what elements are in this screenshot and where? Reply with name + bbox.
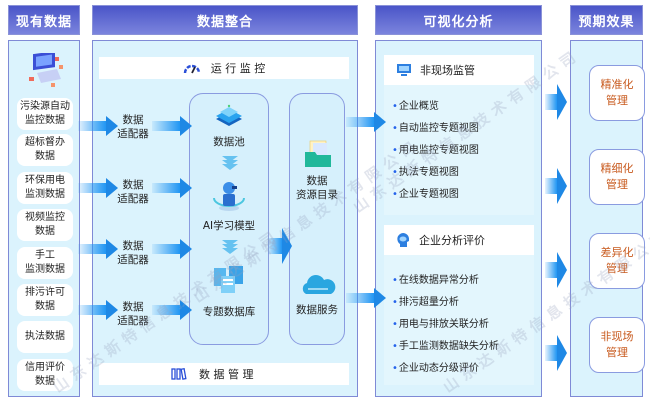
- flow-arrow-icon: [78, 239, 118, 259]
- flow-arrow-icon: [152, 239, 192, 259]
- source-item-credit: 信用评价 数据: [17, 359, 73, 391]
- flow-arrow-icon: [545, 335, 567, 371]
- flow-arrow-icon: [346, 288, 386, 308]
- effect-offsite-management: 非现场 管理: [589, 317, 645, 373]
- source-item-label: 超标督办 数据: [25, 137, 65, 162]
- list-item: •排污超量分析: [392, 297, 459, 308]
- enterprise-evaluation-panel: 企业分析评价 •在线数据异常分析 •排污超量分析 •用电与排放关联分析 •手工监…: [384, 225, 534, 385]
- data-catalog-group: 数据 资源目录 数据服务: [289, 93, 345, 345]
- ai-robot-icon: [213, 182, 245, 211]
- source-item-label: 信用评价 数据: [25, 362, 65, 387]
- flow-arrow-icon: [78, 116, 118, 136]
- source-item-label: 污染源自动 监控数据: [20, 101, 70, 126]
- panel-title-label: 非现场监管: [420, 64, 475, 77]
- flow-arrow-icon: [545, 168, 567, 204]
- source-item-permit: 排污许可 数据: [17, 284, 73, 316]
- monitor-icon: [397, 64, 411, 76]
- enterprise-evaluation-title-bar: 企业分析评价: [384, 225, 534, 255]
- list-item: •执法专题视图: [392, 167, 459, 178]
- flow-arrow-icon: [346, 112, 386, 132]
- ai-model-label: AI学习模型: [202, 220, 256, 232]
- adapter-label: 数据 适配器: [117, 301, 149, 327]
- cloud-icon: [302, 275, 336, 294]
- processing-pipeline-group: 数据池 AI学习模型 专题数据库: [189, 93, 269, 345]
- head-bubble-icon: [397, 233, 409, 247]
- offsite-supervision-title-bar: 非现场监管: [384, 55, 534, 85]
- source-item-label: 视频监控 数据: [25, 212, 65, 237]
- resource-catalog-label: 数据 资源目录: [296, 175, 338, 201]
- runtime-monitoring-bar: 运 行 监 控: [99, 57, 349, 79]
- source-item-label: 手工 监测数据: [25, 250, 65, 275]
- effect-precise-management: 精准化 管理: [589, 65, 645, 121]
- source-item-overstandard: 超标督办 数据: [17, 134, 73, 166]
- data-integration-column: 运 行 监 控 数据 适配器 数据 适配器 数据 适配器 数据 适配器 数据池 …: [92, 40, 358, 397]
- list-item: •用电监控专题视图: [392, 145, 479, 156]
- source-item-auto-monitoring: 污染源自动 监控数据: [17, 98, 73, 130]
- data-service-label: 数据服务: [296, 304, 338, 316]
- flow-arrow-icon: [268, 228, 292, 264]
- list-item: •在线数据异常分析: [392, 275, 479, 286]
- header-data-integration: 数据整合: [92, 5, 358, 35]
- source-item-label: 排污许可 数据: [25, 287, 65, 312]
- data-pool-icon: [216, 104, 242, 126]
- header-existing-data: 现有数据: [8, 5, 80, 35]
- source-item-video: 视频监控 数据: [17, 209, 73, 241]
- header-expected-effects: 预期效果: [570, 5, 643, 35]
- folder-icon: [305, 140, 331, 167]
- visualization-column: 非现场监管 •企业概览 •自动监控专题视图 •用电监控专题视图 •执法专题视图 …: [375, 40, 542, 397]
- offsite-supervision-panel: 非现场监管 •企业概览 •自动监控专题视图 •用电监控专题视图 •执法专题视图 …: [384, 55, 534, 215]
- list-item: •用电与排放关联分析: [392, 319, 489, 330]
- effect-refined-management: 精细化 管理: [589, 149, 645, 205]
- adapter-label: 数据 适配器: [117, 240, 149, 266]
- source-item-label: 执法数据: [25, 331, 65, 342]
- database-servers-icon: [214, 266, 243, 293]
- flow-arrow-icon: [152, 116, 192, 136]
- chevron-down-icon: [222, 240, 238, 254]
- gauge-icon: [183, 64, 200, 74]
- panel-title-label: 企业分析评价: [419, 234, 485, 247]
- list-item: •企业动态分级评价: [392, 363, 479, 374]
- expected-effects-column: 精准化 管理 精细化 管理 差异化 管理 非现场 管理: [570, 40, 645, 397]
- flow-arrow-icon: [545, 252, 567, 288]
- header-visualization: 可视化分析: [375, 5, 542, 35]
- flow-arrow-icon: [78, 178, 118, 198]
- source-item-label: 环保用电 监测数据: [25, 175, 65, 200]
- existing-data-column: 污染源自动 监控数据 超标督办 数据 环保用电 监测数据 视频监控 数据 手工 …: [8, 40, 80, 397]
- binders-icon: [171, 368, 187, 380]
- adapter-label: 数据 适配器: [117, 179, 149, 205]
- computer-data-icon: [29, 53, 63, 87]
- list-item: •自动监控专题视图: [392, 123, 479, 134]
- source-item-enforcement: 执法数据: [17, 321, 73, 353]
- data-pool-label: 数据池: [213, 136, 245, 148]
- flow-arrow-icon: [152, 300, 192, 320]
- flow-arrow-icon: [78, 300, 118, 320]
- source-item-manual: 手工 监测数据: [17, 247, 73, 279]
- flow-arrow-icon: [545, 84, 567, 120]
- data-management-label: 数 据 管 理: [199, 368, 254, 381]
- adapter-label: 数据 适配器: [117, 114, 149, 140]
- runtime-monitoring-label: 运 行 监 控: [210, 62, 266, 75]
- topic-database-label: 专题数据库: [202, 306, 256, 318]
- effect-differentiated-management: 差异化 管理: [589, 233, 645, 289]
- chevron-down-icon: [222, 156, 238, 170]
- list-item: •企业专题视图: [392, 189, 459, 200]
- list-item: •手工监测数据缺失分析: [392, 341, 499, 352]
- flow-arrow-icon: [152, 178, 192, 198]
- data-management-bar: 数 据 管 理: [99, 363, 349, 385]
- source-item-power-monitoring: 环保用电 监测数据: [17, 172, 73, 204]
- list-item: •企业概览: [392, 101, 439, 112]
